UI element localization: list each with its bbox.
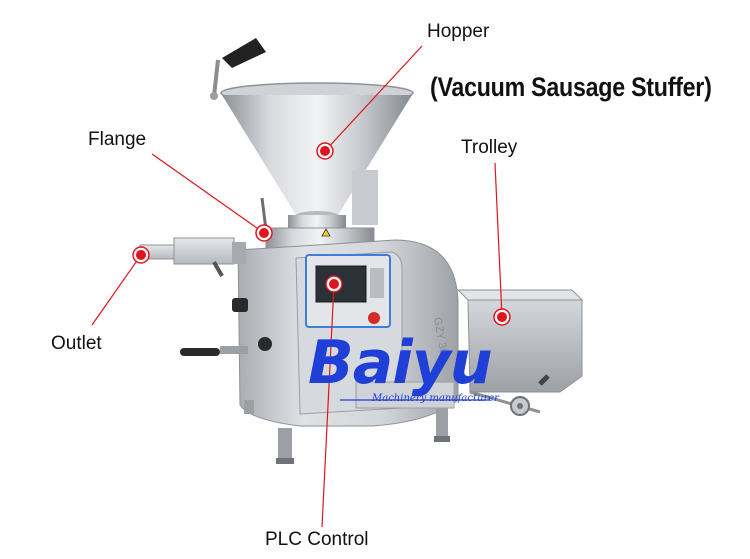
flange-marker <box>255 224 273 242</box>
hopper-marker <box>316 142 334 160</box>
outlet-marker <box>132 246 150 264</box>
control-handles <box>180 298 272 356</box>
plc-panel <box>305 254 391 328</box>
plc-control-marker <box>325 275 343 293</box>
plc-control-label: PLC Control <box>265 529 369 550</box>
callout-lines <box>91 45 503 528</box>
trolley-marker <box>493 308 511 326</box>
brand-watermark: Baiyu <box>308 328 493 398</box>
hopper-label: Hopper <box>427 21 490 42</box>
outlet-assembly <box>139 237 246 277</box>
callout-markers <box>132 142 511 326</box>
hopper-callout-line <box>324 45 423 152</box>
trolley-callout-line <box>494 162 503 318</box>
trolley-label: Trolley <box>461 137 518 158</box>
machine-legs <box>244 400 450 464</box>
plc-control-callout-line <box>321 283 335 528</box>
diagram-title: (Vacuum Sausage Stuffer) <box>430 72 712 102</box>
outlet-label: Outlet <box>51 333 102 354</box>
flange-label: Flange <box>88 129 147 150</box>
hopper-lid <box>210 38 266 100</box>
flange-callout-line <box>151 153 265 234</box>
outlet-callout-line <box>91 254 142 326</box>
hopper <box>220 82 414 225</box>
brand-tagline: Machinery manufacturer <box>372 393 499 404</box>
